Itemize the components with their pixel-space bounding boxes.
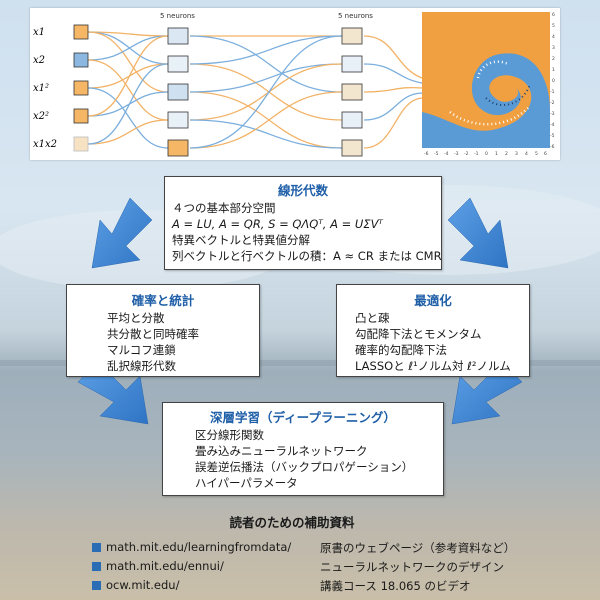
y-tick-label: -2: [550, 100, 555, 106]
probability-line: 平均と分散: [107, 311, 165, 325]
input-node: [73, 136, 89, 152]
x-tick-label: 4: [525, 151, 528, 157]
x-tick-label: 6: [544, 151, 547, 157]
y-tick-label: -1: [550, 89, 555, 95]
y-tick-label: 5: [552, 23, 555, 29]
deep-learning-line: 畳み込みニューラルネットワーク: [195, 444, 368, 458]
layer1-label: 5 neurons: [160, 12, 195, 20]
y-tick-label: 3: [552, 45, 555, 51]
linear-algebra-box: 線形代数 ４つの基本部分空間 A = LU, A = QR, S = QΛQᵀ,…: [164, 176, 442, 270]
x-tick-label: 0: [485, 151, 488, 157]
input-label-x1: x1: [33, 27, 45, 38]
bullet-icon: [92, 562, 101, 571]
deep-learning-line: 区分線形関数: [195, 428, 264, 442]
layer2-neuron: [341, 55, 363, 73]
neural-network-figure: x1 x2 x1² x2² x1x2 5 neurons 5 neurons: [30, 8, 560, 160]
x-tick-label: 5: [535, 151, 538, 157]
y-tick-label: 1: [552, 67, 555, 73]
optimization-box: 最適化 凸と疎 勾配降下法とモメンタム 確率的勾配降下法 LASSOと ℓ¹ノル…: [336, 284, 530, 377]
resources-title: 読者のための補助資料: [229, 515, 355, 530]
x-tick-label: 3: [515, 151, 518, 157]
layer1-neuron: [167, 111, 189, 129]
layer2-neuron: [341, 83, 363, 101]
linear-line: 特異ベクトルと特異値分解: [172, 233, 310, 247]
deep-learning-title: 深層学習（ディープラーニング）: [210, 410, 396, 425]
x-tick-label: -1: [474, 151, 479, 157]
layer2-neuron: [341, 27, 363, 45]
resource-row: math.mit.edu/ennui/ ニューラルネットワークのデザイン: [92, 559, 562, 577]
probability-line: 共分散と同時確率: [107, 327, 199, 341]
input-node: [73, 24, 89, 40]
x-tick-label: 1: [495, 151, 498, 157]
resource-link[interactable]: math.mit.edu/learningfromdata/: [106, 540, 292, 554]
input-label-x2sq: x2²: [33, 111, 49, 122]
resource-link[interactable]: ocw.mit.edu/: [106, 578, 180, 592]
layer1-neuron: [167, 55, 189, 73]
input-label-x2: x2: [33, 55, 45, 66]
y-tick-label: 6: [552, 12, 555, 18]
bullet-icon: [92, 581, 101, 590]
linear-line: A = LU, A = QR, S = QΛQᵀ, A = UΣVᵀ: [172, 217, 383, 231]
layer1-neuron: [167, 27, 189, 45]
resource-link[interactable]: math.mit.edu/ennui/: [106, 559, 224, 573]
resource-description: 原書のウェブページ（参考資料など）: [320, 541, 516, 555]
probability-box: 確率と統計 平均と分散 共分散と同時確率 マルコフ連鎖 乱択線形代数: [66, 284, 260, 377]
input-label-x1sq: x1²: [33, 83, 49, 94]
y-tick-label: 2: [552, 56, 555, 62]
resource-row: math.mit.edu/learningfromdata/ 原書のウェブページ…: [92, 540, 562, 558]
input-label-x1x2: x1x2: [33, 139, 57, 150]
x-tick-label: -2: [464, 151, 469, 157]
input-node: [73, 52, 89, 68]
y-tick-label: -5: [550, 133, 555, 139]
layer2-neuron: [341, 139, 363, 157]
resource-row: ocw.mit.edu/ 講義コース 18.065 のビデオ: [92, 578, 562, 596]
layer1-neuron: [167, 83, 189, 101]
linear-algebra-title: 線形代数: [277, 183, 328, 198]
x-tick-label: 2: [505, 151, 508, 157]
y-tick-label: -3: [550, 111, 555, 117]
input-node: [73, 80, 89, 96]
x-tick-label: -3: [454, 151, 459, 157]
optimization-line: 確率的勾配降下法: [355, 343, 447, 357]
probability-title: 確率と統計: [131, 293, 195, 308]
x-tick-label: -6: [424, 151, 429, 157]
bullet-icon: [92, 543, 101, 552]
probability-line: マルコフ連鎖: [107, 343, 176, 357]
resource-description: ニューラルネットワークのデザイン: [320, 560, 504, 574]
output-decision-plot: [422, 12, 550, 149]
neural-network-diagram: x1 x2 x1² x2² x1x2 5 neurons 5 neurons: [33, 12, 555, 157]
linear-line: 列ベクトルと行ベクトルの積：A ≈ CR または CMR: [172, 249, 442, 263]
y-tick-label: -6: [550, 144, 555, 150]
x-tick-label: -5: [434, 151, 439, 157]
optimization-line: 凸と疎: [355, 311, 390, 325]
deep-learning-box: 深層学習（ディープラーニング） 区分線形関数 畳み込みニューラルネットワーク 誤…: [162, 402, 444, 496]
arrow-left-top: [91, 197, 153, 269]
y-tick-label: 4: [552, 34, 555, 40]
input-node: [73, 108, 89, 124]
x-tick-label: -4: [444, 151, 449, 157]
y-tick-label: 0: [552, 78, 555, 84]
optimization-line: LASSOと ℓ¹ノルム対 ℓ²ノルム: [355, 359, 511, 373]
probability-line: 乱択線形代数: [107, 359, 176, 373]
y-tick-label: -4: [550, 122, 555, 128]
arrow-right-top: [447, 197, 509, 269]
optimization-title: 最適化: [414, 293, 452, 308]
deep-learning-line: 誤差逆伝播法（バックプロパゲーション）: [195, 460, 414, 474]
layer1-neuron: [167, 139, 189, 157]
layer2-neuron: [341, 111, 363, 129]
optimization-line: 勾配降下法とモメンタム: [355, 327, 482, 341]
resource-description: 講義コース 18.065 のビデオ: [320, 579, 471, 593]
linear-line: ４つの基本部分空間: [172, 201, 276, 215]
deep-learning-line: ハイパーパラメータ: [195, 476, 298, 490]
layer2-label: 5 neurons: [338, 12, 373, 20]
